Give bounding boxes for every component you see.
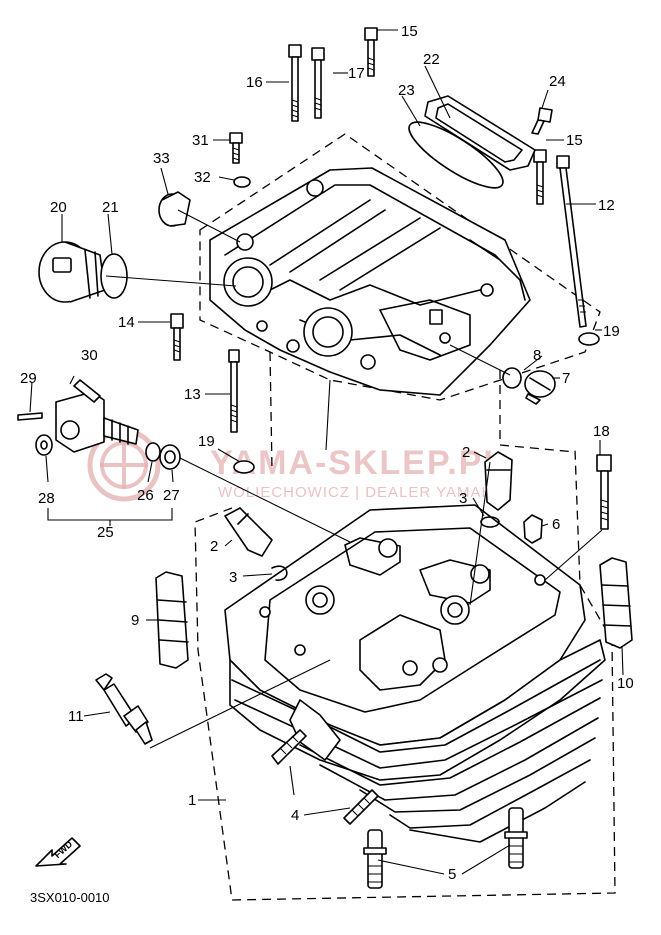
callout-11: 11 — [68, 708, 84, 725]
part-bolt-15-top — [364, 27, 378, 77]
watermark-dealer: WOLIECHOWICZ | DEALER YAMAHA — [218, 484, 504, 501]
part-stud-5-right — [504, 807, 528, 869]
part-stud-4-upper — [271, 729, 307, 765]
camshaft-cover — [209, 167, 531, 396]
part-bolt-17 — [311, 47, 325, 119]
part-dowel-10 — [599, 557, 633, 649]
callout-28: 28 — [38, 490, 55, 507]
fwd-arrow: FWD — [35, 837, 81, 867]
part-plug-7 — [524, 370, 556, 405]
part-valve-guide-2-left — [224, 507, 273, 557]
part-gasket-22 — [424, 95, 536, 171]
callout-15-top: 15 — [401, 23, 418, 40]
part-tappet-cover — [38, 241, 106, 303]
callout-26: 26 — [137, 487, 154, 504]
callout-16: 16 — [246, 74, 263, 91]
part-bolt-14 — [170, 313, 184, 361]
callout-20: 20 — [50, 199, 67, 216]
part-dowel-9 — [155, 571, 189, 669]
part-o-ring-21 — [100, 253, 128, 299]
part-washer-32 — [233, 176, 251, 188]
callout-22: 22 — [423, 51, 440, 68]
part-bolt-16 — [288, 44, 302, 122]
callout-25: 25 — [97, 524, 114, 541]
part-clip-3-left — [271, 565, 288, 581]
part-stud-5-left — [363, 829, 387, 889]
callout-5: 5 — [448, 866, 456, 883]
part-clip-3-top — [480, 516, 500, 528]
part-tensioner-assembly — [17, 379, 181, 470]
part-o-ring-8 — [502, 367, 522, 389]
callout-13: 13 — [184, 386, 201, 403]
callout-2-top: 2 — [462, 444, 470, 461]
callout-31: 31 — [192, 132, 209, 149]
callout-29: 29 — [20, 370, 37, 387]
callout-8: 8 — [533, 347, 541, 364]
callout-19-right: 19 — [603, 323, 620, 340]
callout-12: 12 — [598, 197, 615, 214]
callout-15-right: 15 — [566, 132, 583, 149]
camshaft-cover-boundary — [199, 133, 601, 401]
watermark: YAMA-SKLEP.PL WOLIECHOWICZ | DEALER YAMA… — [87, 428, 506, 502]
part-bolt-13 — [228, 349, 240, 433]
part-washer-19-right — [578, 332, 600, 346]
callout-9: 9 — [131, 612, 139, 629]
callout-3-top: 3 — [459, 490, 467, 507]
part-stud-4-lower — [343, 789, 379, 825]
callout-6: 6 — [552, 516, 560, 533]
callout-3-left: 3 — [229, 569, 237, 586]
part-bolt-12 — [556, 155, 587, 328]
callout-numbers: 15 22 17 16 23 24 15 31 33 32 12 20 21 1… — [20, 23, 634, 883]
callout-33: 33 — [153, 150, 170, 167]
part-screw-24 — [531, 107, 553, 135]
callout-10: 10 — [617, 675, 634, 692]
callout-18: 18 — [593, 423, 610, 440]
callout-23: 23 — [398, 82, 415, 99]
part-bolt-15-right — [533, 149, 547, 205]
part-guide-6 — [523, 514, 543, 544]
diagram-code: 3SX010-0010 — [30, 890, 110, 905]
callout-24: 24 — [549, 73, 566, 90]
watermark-brand: YAMA-SKLEP.PL — [210, 444, 506, 482]
callout-14: 14 — [118, 314, 135, 331]
cylinder-head — [224, 504, 606, 843]
leader-lines — [29, 29, 624, 875]
callout-17: 17 — [348, 65, 365, 82]
callout-2-left: 2 — [210, 538, 218, 555]
part-bolt-31 — [229, 132, 243, 164]
part-o-ring-23 — [408, 121, 504, 189]
callout-27: 27 — [163, 487, 180, 504]
callout-21: 21 — [102, 199, 119, 216]
part-cap — [158, 191, 191, 227]
part-stud-18 — [596, 454, 612, 530]
part-valve-guide-2-top — [484, 451, 513, 511]
part-washer-19-left — [233, 460, 255, 474]
callout-4: 4 — [291, 807, 299, 824]
right-valve-guide — [499, 370, 576, 453]
loose-parts — [17, 27, 633, 889]
callout-32: 32 — [194, 169, 211, 186]
callout-1: 1 — [188, 792, 196, 809]
left-stud-guide — [269, 351, 273, 471]
assembly-boundaries — [194, 133, 616, 901]
callout-19-left: 19 — [198, 433, 215, 450]
part-spark-plug-11 — [95, 673, 153, 745]
callout-7: 7 — [562, 370, 570, 387]
cylinder-head-boundary — [194, 449, 616, 901]
callout-30: 30 — [81, 347, 98, 364]
